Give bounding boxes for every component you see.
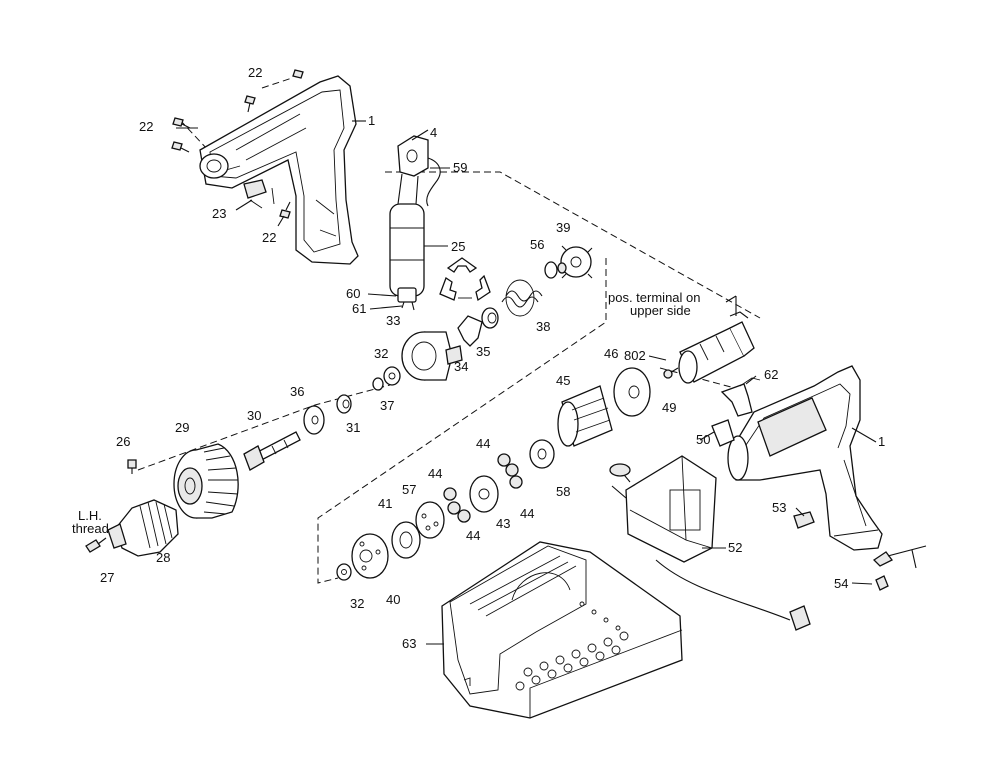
- note-pos-terminal-line1: pos. terminal on: [608, 290, 701, 305]
- part-labels: 22 22 22 1 4 59 23 25 60 61 39 56 38 35 …: [72, 65, 885, 651]
- label-31: 31: [346, 420, 360, 435]
- label-44-a: 44: [428, 466, 442, 481]
- planetary-gear-set: [336, 367, 651, 581]
- label-23: 23: [212, 206, 226, 221]
- charger-base-63: [441, 541, 683, 719]
- label-60: 60: [346, 286, 360, 301]
- label-53: 53: [772, 500, 786, 515]
- label-41: 41: [378, 496, 392, 511]
- label-63: 63: [402, 636, 416, 651]
- label-22-bottom: 22: [262, 230, 276, 245]
- label-62: 62: [764, 367, 778, 382]
- label-52: 52: [728, 540, 742, 555]
- screws-22: [171, 69, 304, 219]
- label-22-left: 22: [139, 119, 153, 134]
- label-1-top: 1: [368, 113, 375, 128]
- label-40: 40: [386, 592, 400, 607]
- label-38: 38: [536, 319, 550, 334]
- charger-52: [609, 455, 811, 631]
- label-1-right: 1: [878, 434, 885, 449]
- chuck-assembly: [85, 443, 239, 557]
- label-46: 46: [604, 346, 618, 361]
- label-45: 45: [556, 373, 570, 388]
- label-22-top: 22: [248, 65, 262, 80]
- label-802: 802: [624, 348, 646, 363]
- label-36: 36: [290, 384, 304, 399]
- note-lh-line1: L.H.: [78, 508, 102, 523]
- label-61: 61: [352, 301, 366, 316]
- label-26: 26: [116, 434, 130, 449]
- note-lh-line2: thread: [72, 521, 109, 536]
- label-30: 30: [247, 408, 261, 423]
- label-37: 37: [380, 398, 394, 413]
- label-44-d: 44: [466, 528, 480, 543]
- label-57: 57: [402, 482, 416, 497]
- label-32-bottom: 32: [350, 596, 364, 611]
- label-33: 33: [386, 313, 400, 328]
- label-39: 39: [556, 220, 570, 235]
- label-4: 4: [430, 125, 437, 140]
- leader-lines: [176, 120, 877, 645]
- label-58: 58: [556, 484, 570, 499]
- label-54: 54: [834, 576, 848, 591]
- housing-half-right: [711, 365, 927, 591]
- label-43: 43: [496, 516, 510, 531]
- label-28: 28: [156, 550, 170, 565]
- housing-half-left: [199, 75, 359, 265]
- label-49: 49: [662, 400, 676, 415]
- label-34: 34: [454, 359, 468, 374]
- switch-battery-assembly: [389, 135, 441, 311]
- label-44-c: 44: [520, 506, 534, 521]
- label-32-top: 32: [374, 346, 388, 361]
- label-35: 35: [476, 344, 490, 359]
- note-pos-terminal-line2: upper side: [630, 303, 691, 318]
- recycle-symbol-icon: [439, 257, 491, 302]
- label-29: 29: [175, 420, 189, 435]
- label-56: 56: [530, 237, 544, 252]
- label-59: 59: [453, 160, 467, 175]
- label-50: 50: [696, 432, 710, 447]
- gear-clutch-parts: [243, 245, 593, 471]
- label-44-b: 44: [476, 436, 490, 451]
- motor-802: [663, 311, 755, 384]
- label-25: 25: [451, 239, 465, 254]
- label-27: 27: [100, 570, 114, 585]
